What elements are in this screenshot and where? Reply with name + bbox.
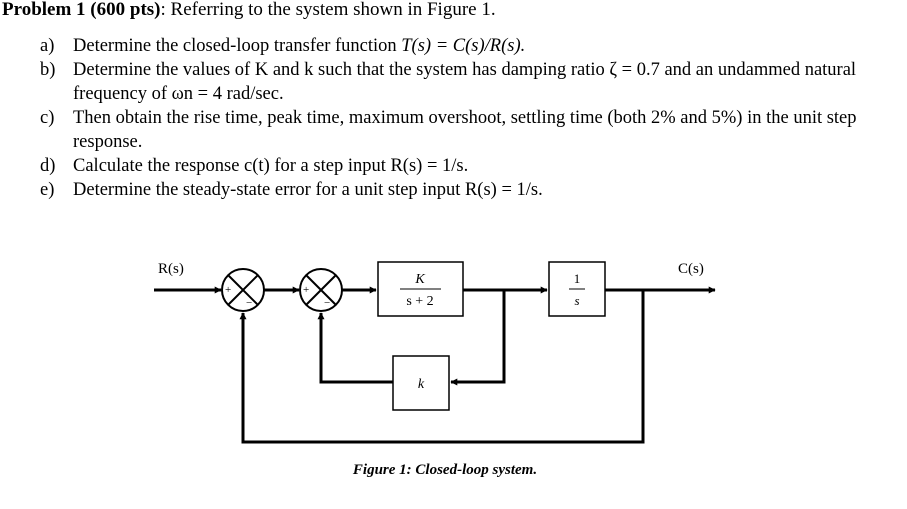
figure-caption: Figure 1: Closed-loop system. — [352, 462, 537, 478]
problem-text-e: Determine the steady-state error for a u… — [73, 180, 543, 200]
sum2-minus-sign: − — [324, 297, 330, 309]
block2-numerator: 1 — [574, 271, 581, 286]
problem-text-b: Determine the values of K and k such tha… — [73, 60, 857, 104]
problem-item-a: a) Determine the closed-loop transfer fu… — [40, 34, 900, 58]
sum1-plus-sign: + — [225, 284, 231, 296]
summing-junction-2 — [299, 268, 343, 312]
problem-label-c: c) — [40, 108, 55, 128]
problem-text-c: Then obtain the rise time, peak time, ma… — [73, 108, 857, 152]
sum2-plus-sign: + — [303, 284, 309, 296]
block-plant-1: K s + 2 — [377, 261, 464, 317]
outer-feedback-line — [239, 290, 645, 444]
inner-feedback-return-line — [317, 312, 393, 384]
problem-item-e: e) Determine the steady-state error for … — [40, 178, 900, 202]
summing-junction-1 — [221, 268, 265, 312]
sum1-minus-sign: − — [246, 297, 252, 309]
feedback-gain-label: k — [418, 377, 425, 392]
problem-label-b: b) — [40, 60, 56, 80]
problem-text-a-math: T(s) = C(s)/R(s). — [401, 36, 526, 56]
problem-item-c: c) Then obtain the rise time, peak time,… — [40, 106, 900, 154]
problem-text-a-pre: Determine the closed-loop transfer funct… — [73, 36, 402, 56]
block-integrator: 1 s — [548, 261, 606, 317]
block1-numerator: K — [414, 272, 425, 287]
problem-item-b: b) Determine the values of K and k such … — [40, 58, 900, 106]
output-label: C(s) — [678, 261, 704, 277]
block2-denominator: s — [574, 293, 579, 308]
problem-label-a: a) — [40, 36, 55, 56]
block1-denominator: s + 2 — [406, 294, 433, 309]
problem-title-rest: : Referring to the system shown in Figur… — [160, 0, 496, 20]
problem-item-d: d) Calculate the response c(t) for a ste… — [40, 154, 900, 178]
block-feedback-gain: k — [392, 355, 450, 411]
input-label: R(s) — [158, 261, 184, 277]
problem-label-e: e) — [40, 180, 55, 200]
problem-text-d: Calculate the response c(t) for a step i… — [73, 156, 469, 176]
inner-feedback-line — [450, 290, 506, 386]
problem-list: a) Determine the closed-loop transfer fu… — [40, 34, 900, 202]
problem-title-bold: Problem 1 (600 pts) — [2, 0, 161, 20]
problem-label-d: d) — [40, 156, 56, 176]
problem-title: Problem 1 (600 pts): Referring to the sy… — [2, 0, 496, 22]
